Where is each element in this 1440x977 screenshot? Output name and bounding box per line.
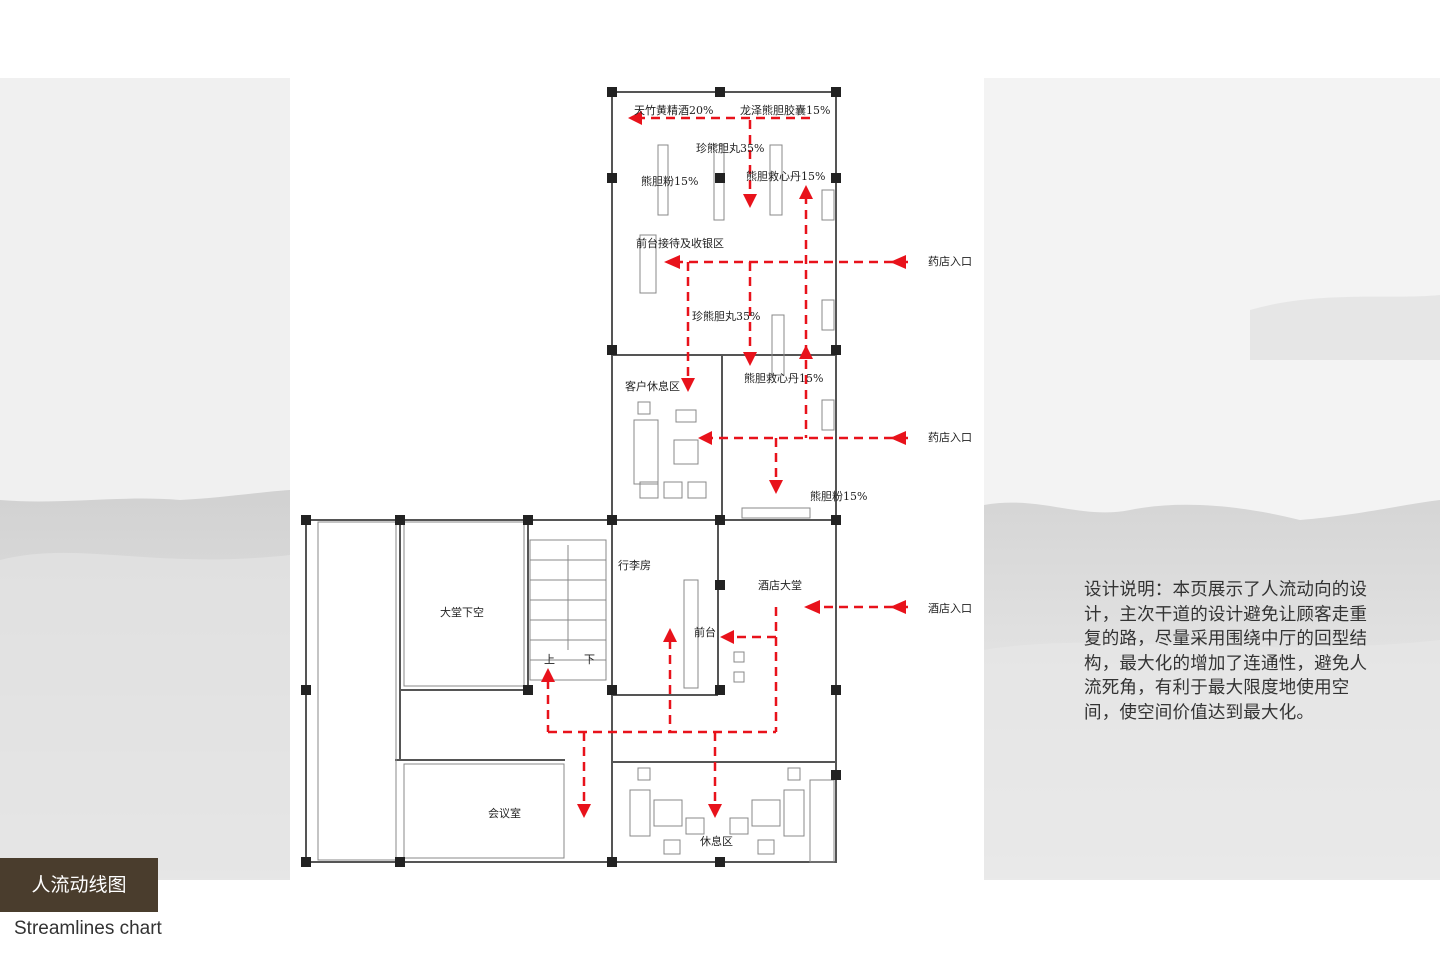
label-longze: 龙泽熊胆胶囊15% bbox=[740, 103, 830, 117]
columns bbox=[301, 87, 841, 867]
arrow-head bbox=[577, 804, 591, 818]
label-reception: 前台接待及收银区 bbox=[636, 236, 724, 250]
arrow-head bbox=[664, 255, 680, 269]
label-meeting-room: 会议室 bbox=[488, 806, 521, 820]
arrow-head bbox=[628, 111, 642, 125]
label-atrium-void: 大堂下空 bbox=[440, 605, 484, 619]
label-xiongdanfen-2: 熊胆粉15% bbox=[810, 489, 867, 503]
arrow-head bbox=[799, 345, 813, 359]
room-labels: 天竹黄精酒20% 龙泽熊胆胶囊15% 珍熊胆丸35% 熊胆粉15% 熊胆救心丹1… bbox=[440, 103, 972, 848]
arrow-head bbox=[890, 255, 906, 269]
label-xiongdan-jiu-1: 熊胆救心丹15% bbox=[746, 169, 825, 183]
arrow-head bbox=[541, 668, 555, 682]
label-tianzhu: 天竹黄精酒20% bbox=[634, 103, 713, 117]
label-down: 下 bbox=[584, 653, 595, 666]
label-customer-rest: 客户休息区 bbox=[625, 379, 680, 393]
label-zhenxiong-1: 珍熊胆丸35% bbox=[696, 141, 764, 155]
arrow-head bbox=[720, 630, 734, 644]
title-tag: 人流动线图 bbox=[0, 858, 158, 912]
label-luggage-room: 行李房 bbox=[618, 558, 651, 572]
design-description: 设计说明：本页展示了人流动向的设计，主次干道的设计避免让顾客走重复的路，尽量采用… bbox=[1084, 580, 1368, 723]
arrow-head bbox=[681, 378, 695, 392]
arrow-head bbox=[804, 600, 820, 614]
label-front-desk: 前台 bbox=[694, 625, 716, 639]
label-xiongdanfen-1: 熊胆粉15% bbox=[641, 174, 698, 188]
flow-arrows bbox=[541, 111, 906, 818]
arrow-head bbox=[663, 628, 677, 642]
arrow-head bbox=[890, 431, 906, 445]
label-pharmacy-entrance-1: 药店入口 bbox=[928, 254, 972, 268]
interior-lines bbox=[317, 144, 835, 863]
walls bbox=[305, 91, 837, 863]
arrow-head bbox=[743, 352, 757, 366]
arrow-head bbox=[743, 194, 757, 208]
label-zhenxiong-2: 珍熊胆丸35% bbox=[692, 309, 760, 323]
label-rest-area: 休息区 bbox=[700, 834, 733, 848]
label-hotel-entrance: 酒店入口 bbox=[928, 601, 972, 615]
subtitle-english: Streamlines chart bbox=[14, 918, 162, 939]
label-up: 上 bbox=[544, 653, 555, 666]
arrow-head bbox=[769, 480, 783, 494]
arrow-head bbox=[799, 185, 813, 199]
arrow-head bbox=[698, 431, 712, 445]
label-pharmacy-entrance-2: 药店入口 bbox=[928, 430, 972, 444]
arrow-head bbox=[708, 804, 722, 818]
arrow-head bbox=[890, 600, 906, 614]
streamlines bbox=[546, 116, 908, 812]
label-xiongdan-jiu-2: 熊胆救心丹15% bbox=[744, 371, 823, 385]
label-hotel-lobby: 酒店大堂 bbox=[758, 578, 802, 592]
